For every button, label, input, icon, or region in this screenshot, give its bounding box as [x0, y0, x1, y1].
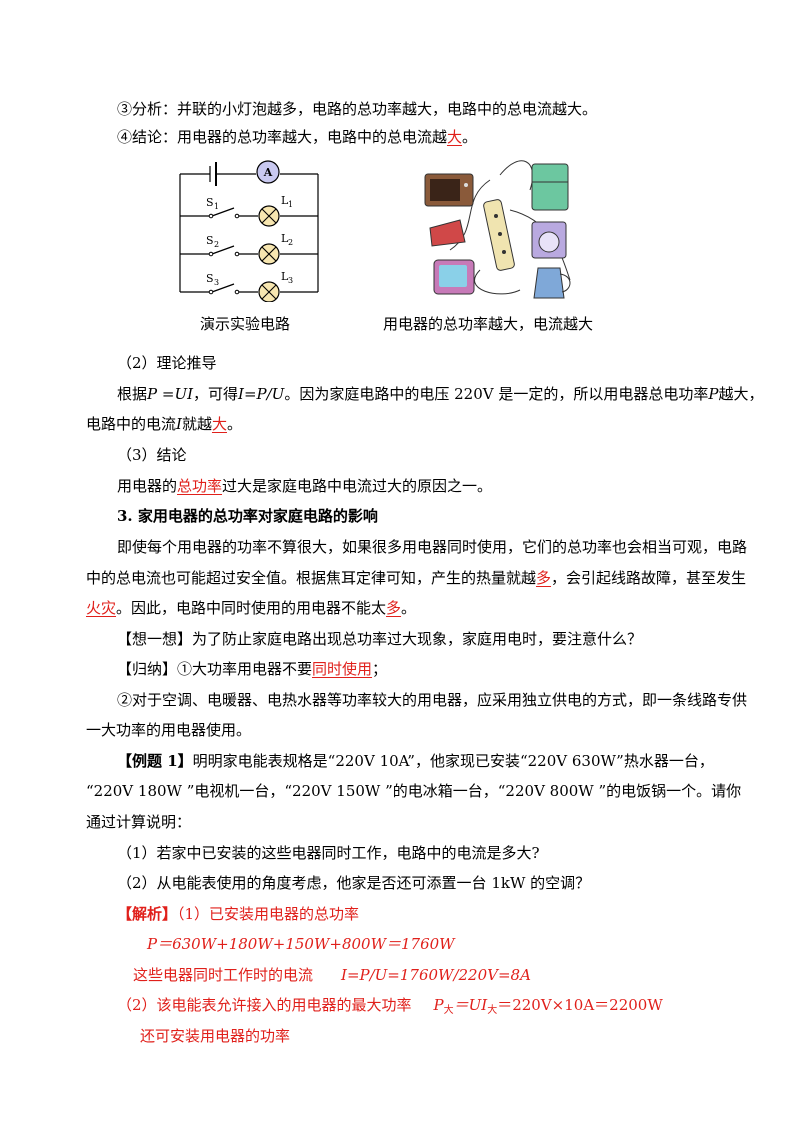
answer-blank: 大 — [447, 128, 463, 146]
answer-blank: 同时使用 — [312, 660, 373, 678]
lamp-icon-l2 — [258, 243, 280, 265]
illustration-caption: 用电器的总功率越大，电流越大 — [383, 315, 594, 333]
answer-blank: 多 — [386, 599, 402, 617]
iron-icon — [429, 219, 466, 247]
conclusion-paragraph: 用电器的总功率过大是家庭电路中电流过大的原因之一。 — [117, 477, 493, 495]
power-strip-icon — [483, 199, 515, 271]
appliances-illustration — [424, 160, 571, 299]
lamp-icon-l3 — [258, 281, 280, 302]
conclusion-line: ④结论：用电器的总功率越大，电路中的总电流越大。 — [117, 128, 478, 146]
answer-blank: 大 — [211, 415, 227, 433]
svg-text:S: S — [206, 234, 214, 247]
paragraph-line: 中的总电流也可能超过安全值。根据焦耳定律可知，产生的热量就越多，会引起线路故障，… — [86, 569, 747, 587]
microwave-icon — [424, 173, 474, 207]
answer-blank: 火灾 — [86, 599, 117, 617]
lamp-icon-l1 — [258, 205, 280, 227]
svg-text:1: 1 — [214, 202, 219, 211]
ammeter-icon: A — [256, 160, 280, 184]
fridge-icon — [531, 163, 569, 211]
answer-blank: 总功率 — [177, 477, 223, 495]
svg-text:1: 1 — [288, 200, 293, 209]
example-1-line-3: 通过计算说明： — [86, 813, 192, 831]
derivation-line-2: 电路中的电流I就越大。 — [86, 415, 242, 433]
paragraph-line: 即使每个用电器的功率不算很大，如果很多用电器同时使用，它们的总功率也会相当可观，… — [117, 538, 748, 556]
solution-line-1: 【解析】（1）已安装用电器的总功率 — [117, 905, 360, 923]
analysis-line: ③分析：并联的小灯泡越多，电路的总功率越大，电路中的总电流越大。 — [117, 100, 598, 118]
section-heading-3: 3. 家用电器的总功率对家庭电路的影响 — [117, 507, 378, 525]
svg-text:L: L — [281, 270, 289, 283]
example-1-line-1: 【例题 1】明明家电能表规格是“220V 10A”，他家现已安装“220V 63… — [117, 752, 714, 770]
svg-text:3: 3 — [214, 278, 219, 287]
svg-text:S: S — [206, 196, 214, 209]
svg-text:L: L — [281, 194, 289, 207]
svg-text:2: 2 — [288, 238, 293, 247]
summary-line-2: ②对于空调、电暖器、电热水器等功率较大的用电器，应采用独立供电的方式，即一条线路… — [117, 691, 748, 709]
svg-text:S: S — [206, 272, 214, 285]
svg-text:A: A — [263, 166, 273, 179]
svg-text:3: 3 — [288, 276, 293, 285]
solution-line-5: 还可安装用电器的功率 — [140, 1027, 291, 1045]
tv-icon — [433, 259, 475, 295]
solution-line-2: P＝630W+180W+150W+800W＝1760W — [147, 935, 455, 953]
kettle-icon — [533, 267, 571, 299]
think-question: 【想一想】为了防止家庭电路出现总功率过大现象，家庭用电时，要注意什么？ — [117, 630, 643, 648]
washer-icon — [531, 221, 567, 259]
svg-text:2: 2 — [214, 240, 219, 249]
subheading-conclusion: （3）结论 — [117, 446, 187, 464]
paragraph-line: 火灾。因此，电路中同时使用的用电器不能太多。 — [86, 599, 417, 617]
question-1: （1）若家中已安装的这些电器同时工作，电路中的电流是多大? — [117, 844, 540, 862]
circuit-caption: 演示实验电路 — [200, 315, 291, 333]
subheading-derivation: （2）理论推导 — [117, 354, 217, 372]
svg-text:L: L — [281, 232, 289, 245]
summary-line-3: 一大功率的用电器使用。 — [86, 721, 252, 739]
example-1-line-2: “220V 180W ”电视机一台，“220V 150W ”的电冰箱一台，“22… — [86, 782, 742, 800]
summary-line-1: 【归纳】①大功率用电器不要同时使用； — [117, 660, 388, 678]
question-2: （2）从电能表使用的角度考虑，他家是否还可添置一台 1kW 的空调？ — [117, 874, 591, 892]
answer-blank: 多 — [536, 569, 552, 587]
derivation-line-1: 根据P =UI，可得I=P/U。因为家庭电路中的电压 220V 是一定的，所以用… — [117, 385, 764, 403]
